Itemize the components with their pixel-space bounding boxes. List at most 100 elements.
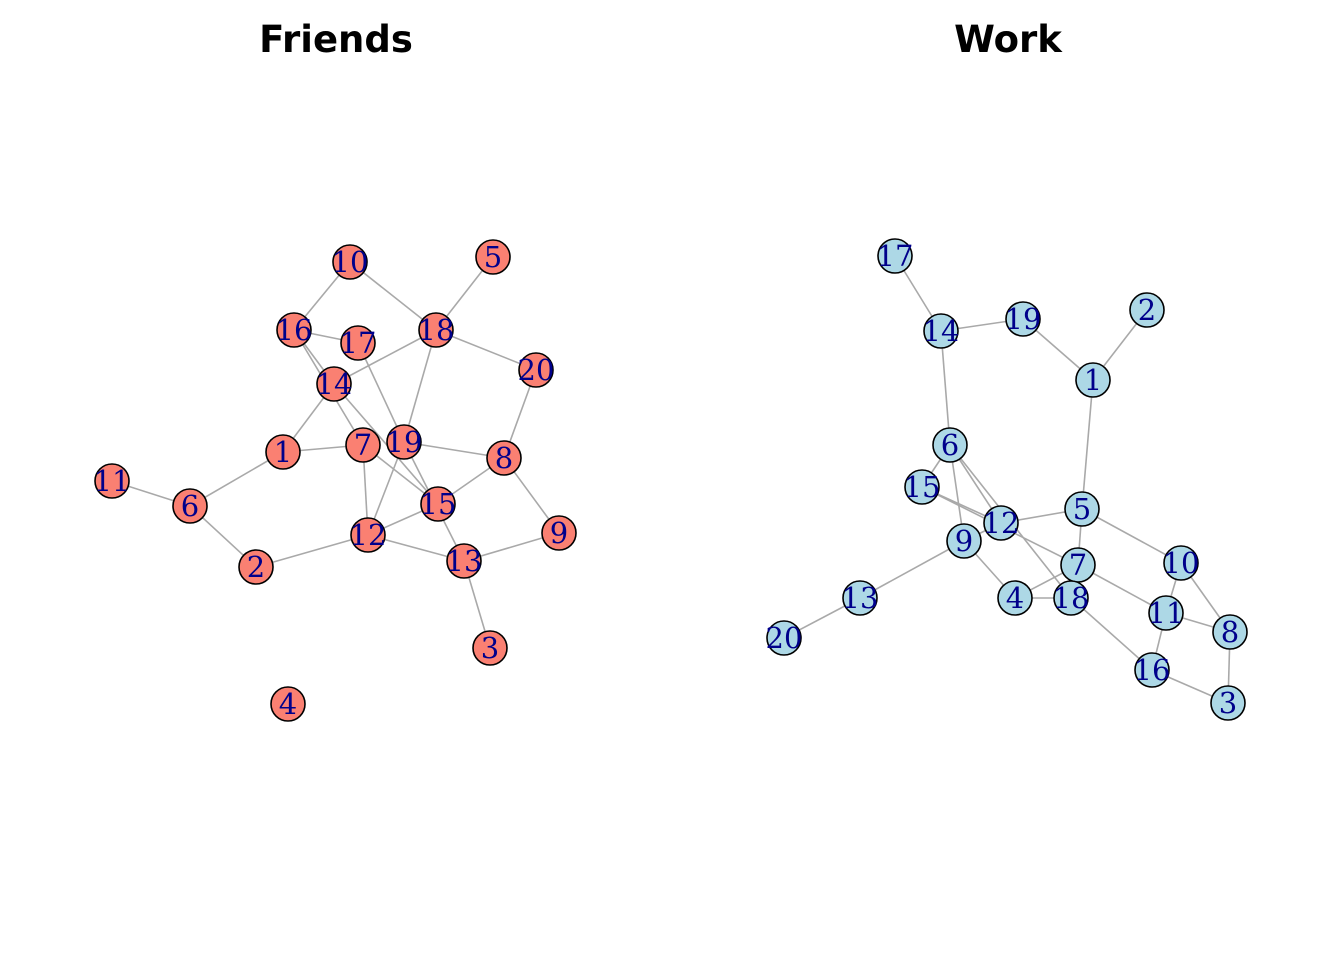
work-edge-5-10 xyxy=(1081,508,1182,564)
friends-node-circle-18 xyxy=(418,312,454,348)
friends-node-label-8: 8 xyxy=(495,441,513,475)
friends-node-label-14: 14 xyxy=(316,367,353,401)
work-node-12: 12 xyxy=(983,505,1020,541)
friends-node-15: 15 xyxy=(420,486,456,522)
work-node-14: 14 xyxy=(923,313,959,349)
work-node-circle-4 xyxy=(997,580,1033,616)
friends-node-label-10: 10 xyxy=(332,245,369,279)
work-node-label-6: 6 xyxy=(941,428,959,462)
friends-node-20: 20 xyxy=(518,352,554,388)
friends-edge-2-12 xyxy=(255,534,369,568)
friends-node-12: 12 xyxy=(350,517,387,553)
work-node-circle-6 xyxy=(932,427,968,463)
friends-node-19: 19 xyxy=(386,424,423,460)
work-node-label-16: 16 xyxy=(1134,653,1171,687)
friends-node-circle-11 xyxy=(94,463,130,499)
friends-edge-18-20 xyxy=(435,329,537,371)
work-edge-9-13 xyxy=(859,540,965,599)
work-node-label-3: 3 xyxy=(1219,686,1237,720)
friends-node-circle-5 xyxy=(475,239,511,275)
friends-node-circle-7 xyxy=(345,427,381,463)
work-node-circle-18 xyxy=(1053,580,1089,616)
friends-node-14: 14 xyxy=(316,366,353,402)
friends-node-6: 6 xyxy=(172,488,208,524)
friends-node-5: 5 xyxy=(475,239,511,275)
friends-node-circle-15 xyxy=(420,486,456,522)
work-node-label-13: 13 xyxy=(842,581,879,615)
work-edge-1-5 xyxy=(1081,379,1094,510)
friends-node-18: 18 xyxy=(418,312,454,348)
friends-node-circle-9 xyxy=(541,515,577,551)
friends-node-label-6: 6 xyxy=(181,489,199,523)
friends-node-circle-14 xyxy=(316,366,352,402)
work-node-label-12: 12 xyxy=(983,506,1020,540)
work-node-7: 7 xyxy=(1060,547,1096,583)
friends-node-circle-20 xyxy=(518,352,554,388)
work-node-3: 3 xyxy=(1210,685,1246,721)
friends-node-2: 2 xyxy=(238,549,274,585)
work-panel-title: Work xyxy=(954,18,1063,61)
work-node-11: 11 xyxy=(1148,595,1184,631)
work-node-label-1: 1 xyxy=(1084,363,1102,397)
work-node-circle-10 xyxy=(1163,545,1199,581)
friends-node-label-7: 7 xyxy=(354,428,372,462)
work-node-circle-5 xyxy=(1064,491,1100,527)
work-node-19: 19 xyxy=(1005,301,1041,337)
friends-node-label-12: 12 xyxy=(350,518,387,552)
friends-node-circle-1 xyxy=(265,434,301,470)
work-node-15: 15 xyxy=(904,469,940,505)
friends-edge-18-19 xyxy=(403,329,437,443)
friends-edge-10-18 xyxy=(349,261,437,331)
work-node-9: 9 xyxy=(946,523,982,559)
work-edge-14-6 xyxy=(940,330,951,446)
work-node-label-5: 5 xyxy=(1073,492,1091,526)
work-node-13: 13 xyxy=(842,580,879,616)
friends-node-label-19: 19 xyxy=(386,425,423,459)
friends-node-circle-10 xyxy=(332,244,368,280)
work-node-label-18: 18 xyxy=(1053,581,1090,615)
work-node-circle-1 xyxy=(1075,362,1111,398)
work-node-18: 18 xyxy=(1053,580,1090,616)
friends-node-9: 9 xyxy=(541,515,577,551)
work-node-1: 1 xyxy=(1075,362,1111,398)
friends-node-label-2: 2 xyxy=(247,550,265,584)
friends-node-circle-17 xyxy=(340,325,376,361)
work-node-circle-16 xyxy=(1134,652,1170,688)
friends-node-17: 17 xyxy=(340,325,377,361)
friends-node-circle-6 xyxy=(172,488,208,524)
work-node-circle-12 xyxy=(983,505,1019,541)
work-node-circle-17 xyxy=(877,238,913,274)
friends-node-circle-13 xyxy=(446,543,482,579)
work-node-16: 16 xyxy=(1134,652,1171,688)
work-node-5: 5 xyxy=(1064,491,1100,527)
work-node-20: 20 xyxy=(766,620,803,656)
work-node-circle-13 xyxy=(842,580,878,616)
friends-node-circle-19 xyxy=(386,424,422,460)
work-node-label-7: 7 xyxy=(1069,548,1087,582)
friends-node-circle-4 xyxy=(270,686,306,722)
friends-node-label-13: 13 xyxy=(446,544,483,578)
friends-node-label-16: 16 xyxy=(276,313,313,347)
work-node-label-10: 10 xyxy=(1163,546,1200,580)
work-edge-18-16 xyxy=(1070,597,1153,671)
work-node-label-9: 9 xyxy=(955,524,973,558)
work-node-6: 6 xyxy=(932,427,968,463)
work-node-label-17: 17 xyxy=(877,239,914,273)
friends-node-label-9: 9 xyxy=(550,516,568,550)
work-node-10: 10 xyxy=(1163,545,1200,581)
friends-edge-14-15 xyxy=(333,383,439,505)
work-node-label-4: 4 xyxy=(1006,581,1024,615)
work-node-label-8: 8 xyxy=(1221,615,1239,649)
work-node-4: 4 xyxy=(997,580,1033,616)
friends-node-11: 11 xyxy=(94,463,130,499)
work-node-label-20: 20 xyxy=(766,621,803,655)
friends-node-label-17: 17 xyxy=(340,326,377,360)
work-node-circle-14 xyxy=(923,313,959,349)
friends-node-4: 4 xyxy=(270,686,306,722)
friends-node-8: 8 xyxy=(486,440,522,476)
friends-node-label-4: 4 xyxy=(279,687,297,721)
work-node-circle-15 xyxy=(904,469,940,505)
